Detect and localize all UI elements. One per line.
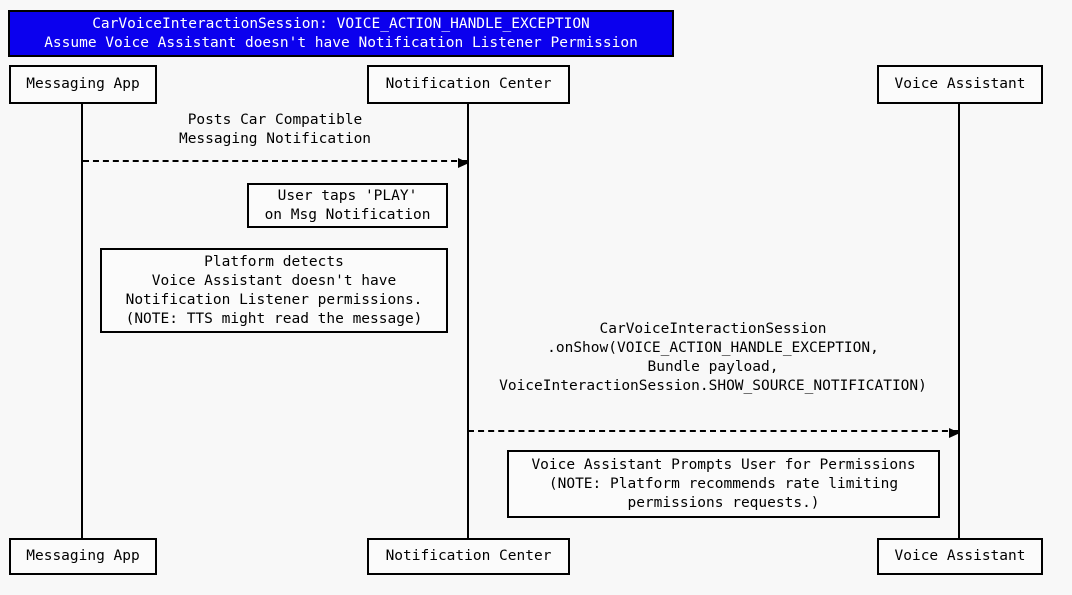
title-line-2: Assume Voice Assistant doesn't have Noti… (44, 35, 638, 51)
message-2-label: CarVoiceInteractionSession .onShow(VOICE… (468, 320, 958, 396)
message-label-line: Messaging Notification (178, 131, 372, 147)
lifeline-notification-center (467, 104, 469, 538)
message-label-line: .onShow(VOICE_ACTION_HANDLE_EXCEPTION, (547, 340, 879, 356)
arrowhead-icon (458, 158, 469, 168)
lifeline-voice-assistant (958, 104, 960, 538)
message-2-arrow (468, 428, 960, 438)
title-line-1: CarVoiceInteractionSession: VOICE_ACTION… (92, 16, 590, 32)
note-voice-assistant-prompts: Voice Assistant Prompts User for Permiss… (507, 450, 940, 518)
message-label-line: VoiceInteractionSession.SHOW_SOURCE_NOTI… (499, 378, 927, 394)
participant-bottom-voice-assistant: Voice Assistant (877, 538, 1043, 575)
participant-bottom-notification-center: Notification Center (367, 538, 570, 575)
participant-top-voice-assistant: Voice Assistant (877, 65, 1043, 104)
note-line: (NOTE: Platform recommends rate limiting (548, 475, 899, 492)
participant-label: Messaging App (26, 548, 140, 564)
note-line: (NOTE: TTS might read the message) (125, 310, 423, 327)
participant-label: Voice Assistant (894, 76, 1026, 92)
note-line: Notification Listener permissions. (125, 291, 423, 308)
participant-label: Messaging App (26, 76, 140, 92)
diagram-title-banner: CarVoiceInteractionSession: VOICE_ACTION… (8, 10, 674, 57)
message-label-line: Bundle payload, (647, 359, 779, 375)
message-label-line: CarVoiceInteractionSession (599, 321, 827, 337)
participant-label: Notification Center (385, 76, 552, 92)
participant-top-messaging-app: Messaging App (9, 65, 157, 104)
participant-top-notification-center: Notification Center (367, 65, 570, 104)
arrowhead-icon (949, 428, 960, 438)
participant-label: Notification Center (385, 548, 552, 564)
message-1-arrow (83, 158, 469, 168)
participant-bottom-messaging-app: Messaging App (9, 538, 157, 575)
message-1-label: Posts Car Compatible Messaging Notificat… (83, 111, 467, 149)
participant-label: Voice Assistant (894, 548, 1026, 564)
note-line: Voice Assistant Prompts User for Permiss… (531, 456, 916, 473)
note-line: User taps 'PLAY' (277, 187, 418, 204)
note-line: Voice Assistant doesn't have (151, 272, 397, 289)
lifeline-messaging-app (81, 104, 83, 538)
note-line: on Msg Notification (264, 206, 431, 223)
note-line: permissions requests.) (627, 494, 820, 511)
note-line: Platform detects (204, 253, 344, 270)
note-platform-detects: Platform detects Voice Assistant doesn't… (100, 248, 448, 333)
note-user-taps-play: User taps 'PLAY' on Msg Notification (247, 183, 448, 228)
message-label-line: Posts Car Compatible (187, 112, 363, 128)
